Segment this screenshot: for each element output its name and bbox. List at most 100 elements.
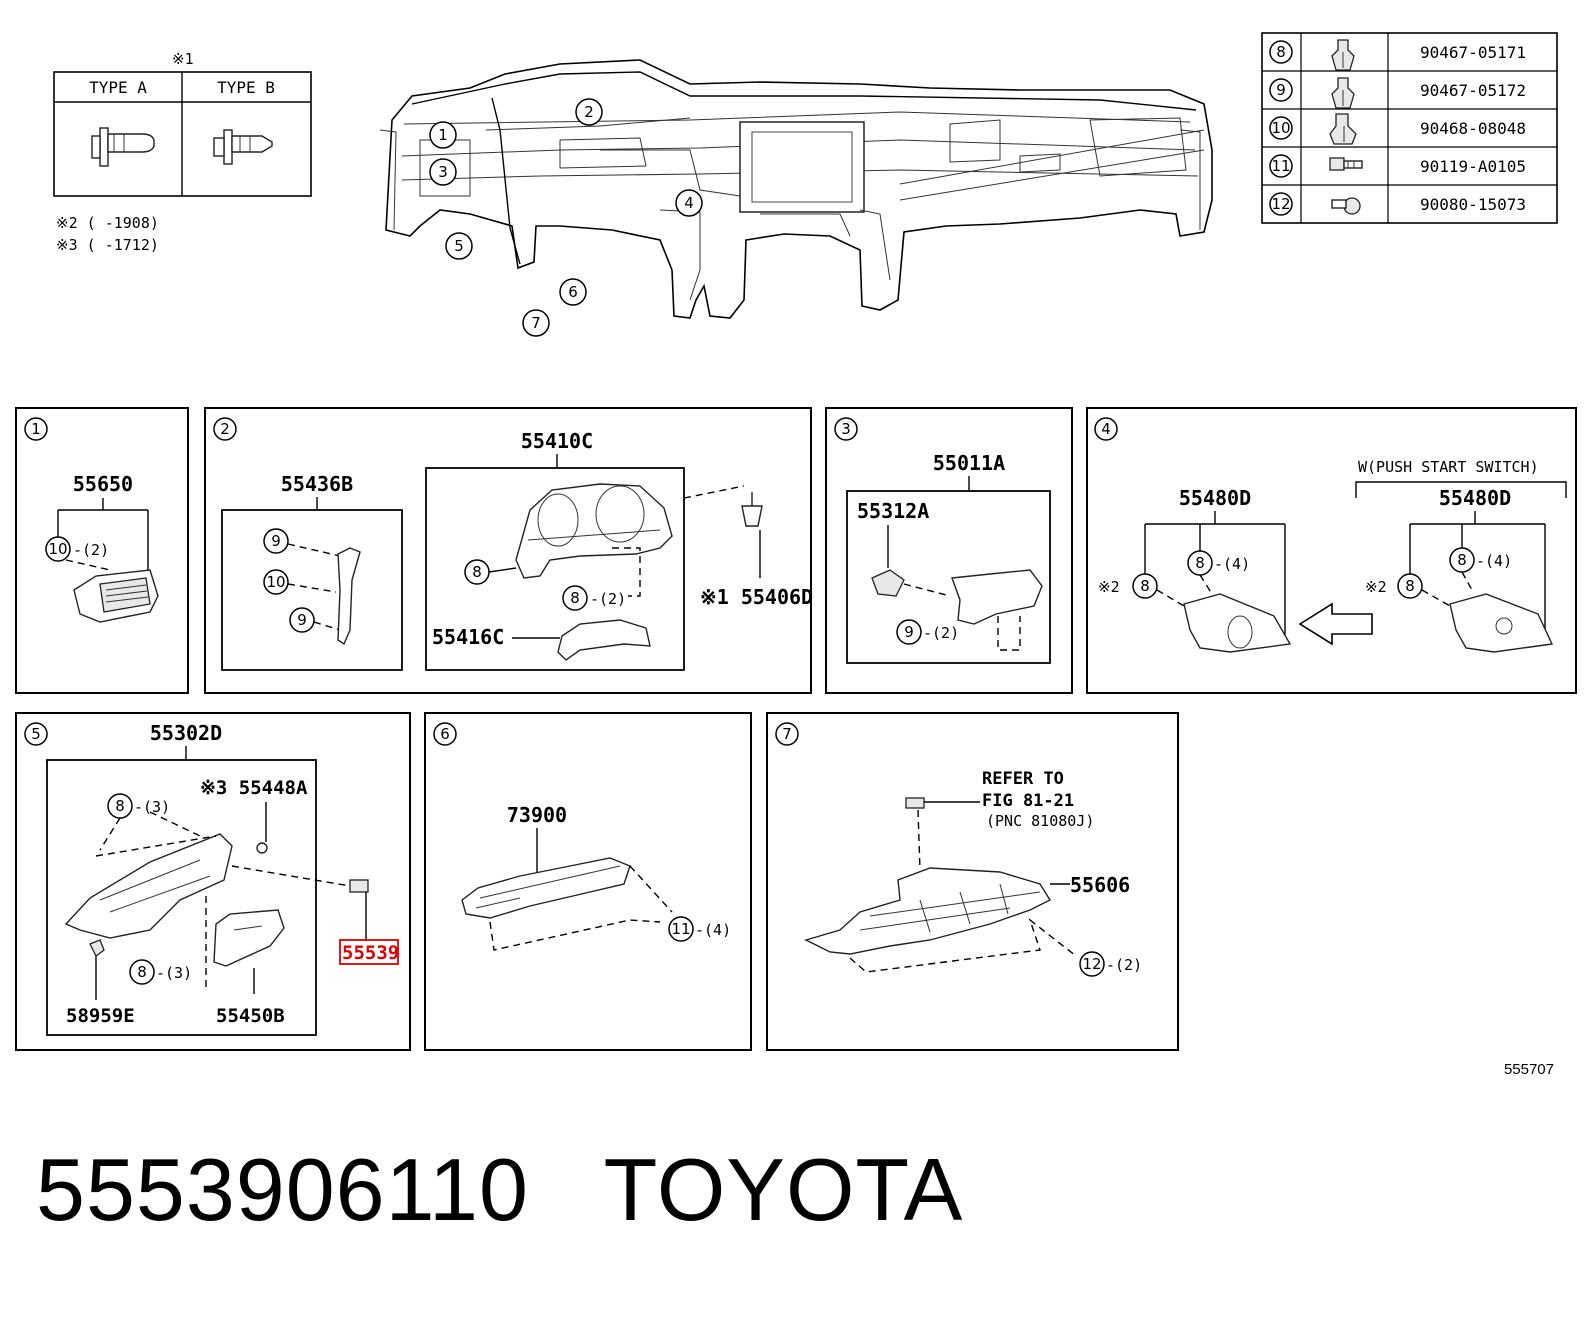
panel-3: 3 55011A 55312A 9 -(2) xyxy=(825,407,1073,694)
part-label: 55416C xyxy=(432,625,504,649)
panel-1-number: 1 xyxy=(31,420,41,438)
table-row: 10 90468-08048 xyxy=(1269,113,1526,145)
row-part: 90080-15073 xyxy=(1420,195,1526,214)
knee-panel-part xyxy=(1183,593,1292,653)
trim-panel-part xyxy=(337,547,361,646)
svg-text:3: 3 xyxy=(438,163,448,181)
cluster-hood-part xyxy=(515,483,673,579)
connector-part xyxy=(905,797,925,809)
panel-4-number: 4 xyxy=(1101,420,1111,438)
glove-box-part xyxy=(213,909,285,967)
part-label: ※3 55448A xyxy=(200,777,308,799)
panel-4: 4 W(PUSH START SWITCH) 55480D 8 -(4) ※2 … xyxy=(1086,407,1577,694)
callout-qty: -(2) xyxy=(1106,956,1142,974)
note-mark: ※2 xyxy=(1098,578,1120,596)
clip-icon xyxy=(1331,39,1355,71)
svg-text:6: 6 xyxy=(568,283,578,301)
panel-6: 6 73900 11 -(4) xyxy=(424,712,752,1051)
svg-text:7: 7 xyxy=(531,314,541,332)
part-label: 55480D xyxy=(1179,486,1251,510)
note-2: ※2 ( -1908) xyxy=(56,214,159,232)
row-part: 90468-08048 xyxy=(1420,119,1526,138)
callout-12: 12 xyxy=(1082,955,1101,973)
callout-10: 10 xyxy=(48,540,67,558)
note-mark: ※2 xyxy=(1365,578,1387,596)
callout-1: 1 xyxy=(429,121,457,149)
table-row: 8 90467-05171 xyxy=(1269,39,1526,71)
callout-8: 8 xyxy=(570,589,580,607)
note-3: ※3 ( -1712) xyxy=(56,236,159,254)
type-legend-mark: ※1 xyxy=(172,50,194,68)
row-ref: 11 xyxy=(1271,157,1290,175)
callout-8: 8 xyxy=(1140,577,1150,595)
highlight-box xyxy=(339,939,399,965)
push-start-label: W(PUSH START SWITCH) xyxy=(1358,458,1539,476)
panel-1: 1 55650 10 -(2) xyxy=(15,407,189,694)
row-part: 90119-A0105 xyxy=(1420,157,1526,176)
callout-qty: -(2) xyxy=(73,541,109,559)
callout-qty: -(2) xyxy=(923,624,959,642)
callout-7: 7 xyxy=(522,309,550,337)
callout-6: 6 xyxy=(559,278,587,306)
svg-text:2: 2 xyxy=(584,103,594,121)
panel-5-number: 5 xyxy=(31,725,41,743)
part-label: 55606 xyxy=(1070,873,1130,897)
callout-qty: -(4) xyxy=(1214,555,1250,573)
callout-8: 8 xyxy=(1195,554,1205,572)
type-legend: ※1 TYPE A TYPE B ※2 ( -1908) ※3 ( -1712) xyxy=(53,50,312,254)
callout-3: 3 xyxy=(429,158,457,186)
switch-part xyxy=(871,569,905,597)
callout-qty: -(2) xyxy=(590,590,626,608)
figure-code: 555707 xyxy=(1504,1061,1554,1078)
part-label: 55410C xyxy=(521,429,593,453)
callout-qty: -(3) xyxy=(134,798,170,816)
type-b-label: TYPE B xyxy=(217,78,275,97)
part-label: 55011A xyxy=(933,451,1005,475)
callout-qty: -(4) xyxy=(695,921,731,939)
panel-3-number: 3 xyxy=(841,420,851,438)
part-label: ※1 55406D xyxy=(700,585,813,609)
callout-2: 2 xyxy=(575,98,603,126)
highlighted-part-label: 55539 xyxy=(342,942,399,964)
svg-text:5: 5 xyxy=(454,237,464,255)
fastener-table: 8 90467-05171 9 90467-05172 10 90468-080 xyxy=(1261,32,1558,224)
row-ref: 10 xyxy=(1271,119,1290,137)
callout-8: 8 xyxy=(115,797,125,815)
part-label: 55450B xyxy=(216,1005,285,1027)
callout-4: 4 xyxy=(675,189,703,217)
brand-name: TOYOTA xyxy=(603,1140,964,1239)
clip-55406d-part xyxy=(741,492,763,578)
type-b-clip-icon xyxy=(213,129,273,165)
row-part: 90467-05171 xyxy=(1420,43,1526,62)
row-ref: 8 xyxy=(1276,43,1286,61)
connector-part xyxy=(349,879,369,893)
knee-panel-switch-part xyxy=(1449,593,1554,653)
row-part: 90467-05172 xyxy=(1420,81,1526,100)
row-ref: 9 xyxy=(1276,81,1286,99)
callout-8: 8 xyxy=(137,963,147,981)
part-label: 55650 xyxy=(73,472,133,496)
lower-panel-part xyxy=(64,833,233,939)
clip-icon xyxy=(1331,77,1355,109)
table-row: 12 90080-15073 xyxy=(1269,192,1526,216)
dashboard-overview: 1 2 3 4 5 6 7 xyxy=(379,59,1213,337)
callout-qty: -(3) xyxy=(156,964,192,982)
panel-2-number: 2 xyxy=(220,420,230,438)
under-cover-part xyxy=(804,867,1052,955)
panel-6-number: 6 xyxy=(440,725,450,743)
panel-5: 5 55302D 8 -(3) ※3 55448A 55539 58959E xyxy=(15,712,411,1051)
clip-58959e-part xyxy=(89,939,105,1000)
clip-icon xyxy=(1329,113,1357,145)
part-label: 73900 xyxy=(507,803,567,827)
callout-9: 9 xyxy=(271,532,281,550)
air-vent-part xyxy=(73,569,159,623)
bolt-icon xyxy=(1329,157,1363,171)
callout-9: 9 xyxy=(297,611,307,629)
type-a-clip-icon xyxy=(91,127,155,167)
screw-icon xyxy=(1331,197,1361,215)
bezel-part xyxy=(951,569,1043,625)
part-title: 5553906110 TOYOTA xyxy=(36,1140,963,1240)
callout-qty: -(4) xyxy=(1476,552,1512,570)
callout-5: 5 xyxy=(445,232,473,260)
callout-8: 8 xyxy=(1457,551,1467,569)
